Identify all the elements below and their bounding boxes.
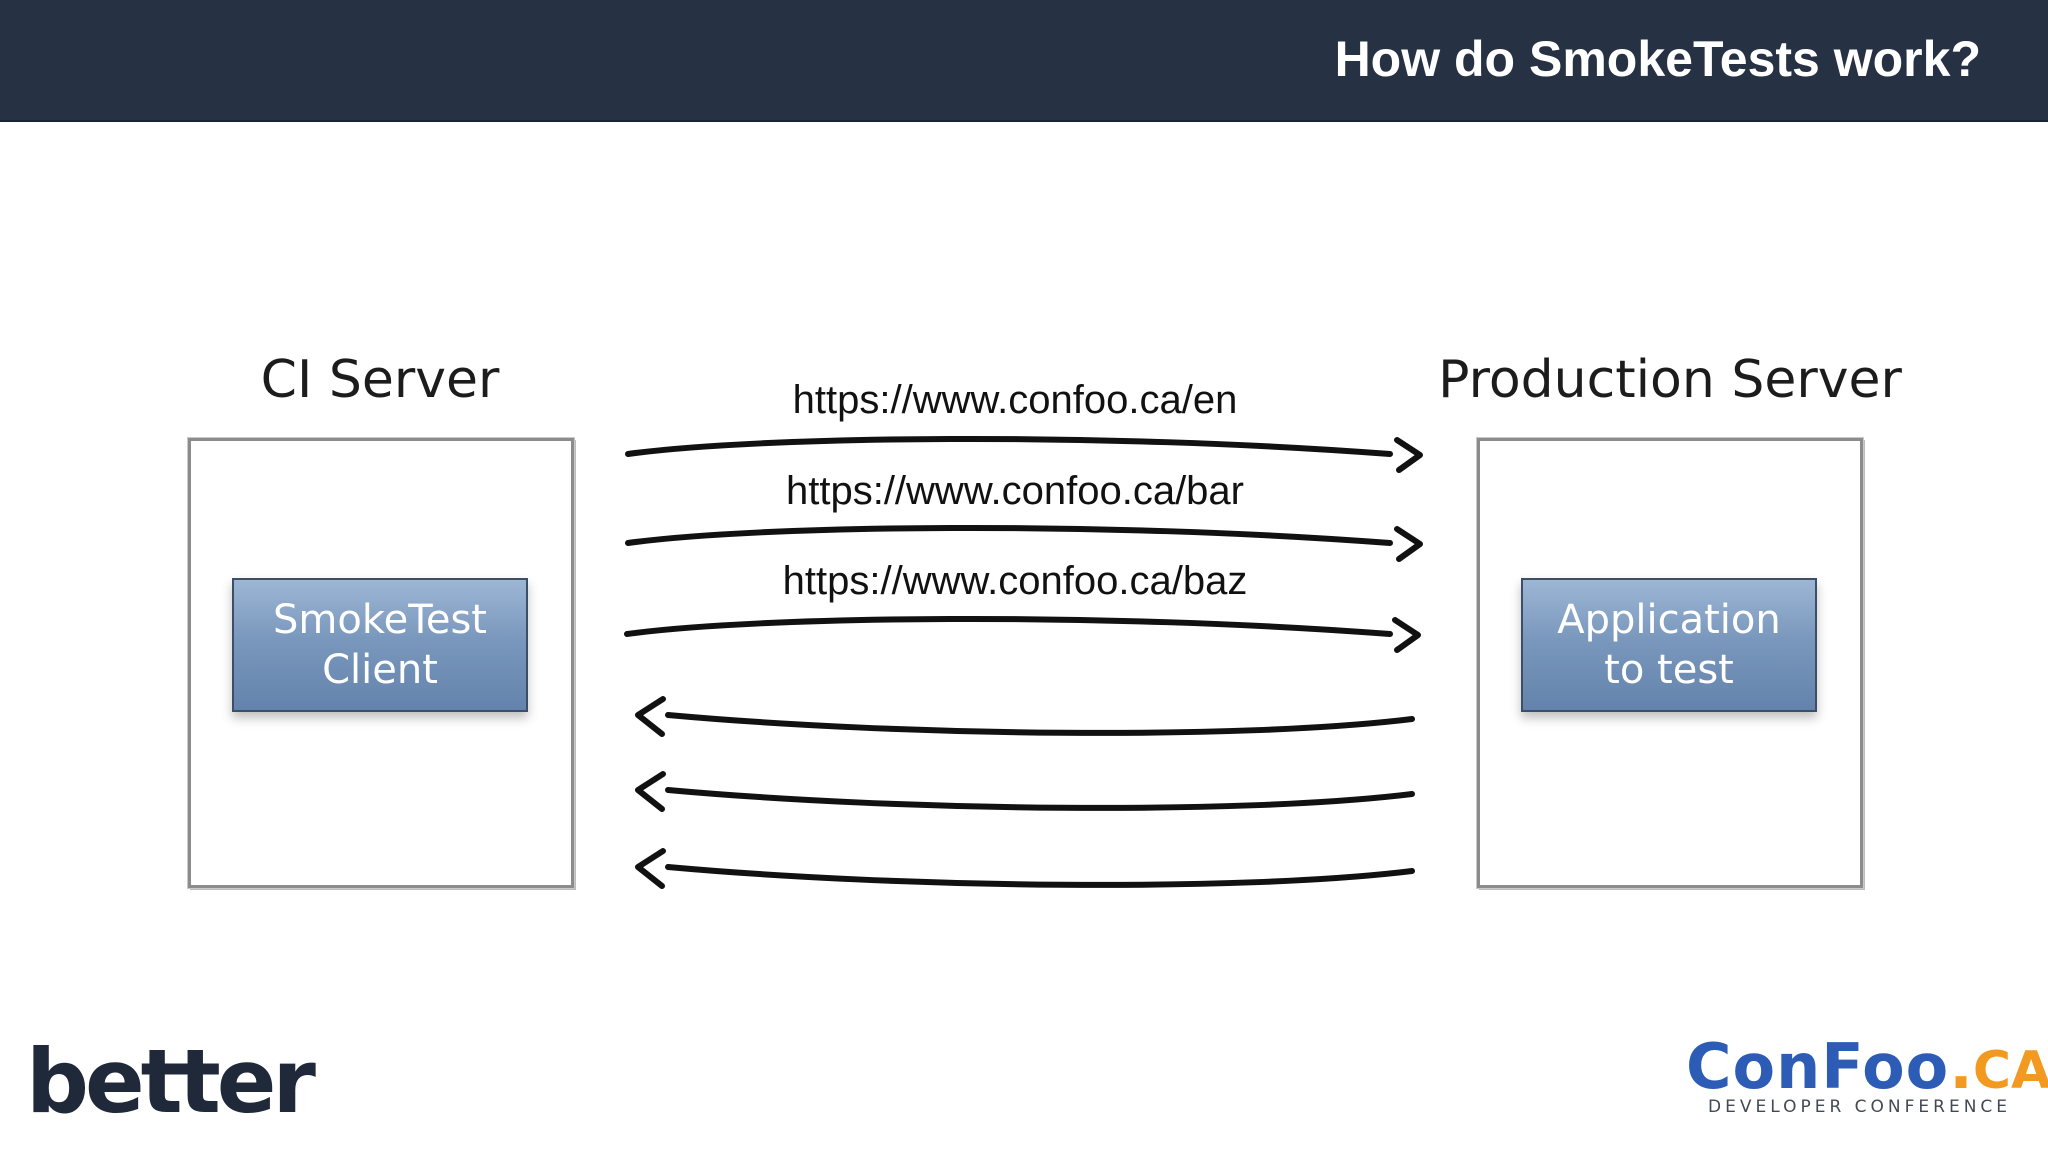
response-arrow-3 <box>665 864 1415 888</box>
request-arrow-3 <box>624 615 1393 637</box>
request-arrow-3-head <box>1392 617 1421 653</box>
confoo-logo-tld: CA <box>1972 1041 2048 1101</box>
request-url-en: https://www.confoo.ca/en <box>792 378 1238 422</box>
slide-title: How do SmokeTests work? <box>1334 31 1981 87</box>
smoketest-client-line1: SmokeTest <box>273 597 487 643</box>
application-box: Application to test <box>1521 578 1817 712</box>
production-server-label: Production Server <box>1438 350 1902 410</box>
confoo-logo: ConFoo.CA DEVELOPER CONFERENCE <box>1686 1030 2048 1117</box>
response-arrow-3-head <box>635 848 666 889</box>
better-logo: better <box>26 1030 316 1133</box>
slide-header: How do SmokeTests work? <box>0 0 2048 122</box>
ci-server-label: CI Server <box>260 350 500 410</box>
request-arrow-1 <box>625 435 1393 457</box>
smoketest-client-box: SmokeTest Client <box>232 578 528 712</box>
confoo-logo-subtitle: DEVELOPER CONFERENCE <box>1708 1097 2012 1117</box>
response-arrow-2-head <box>635 771 666 812</box>
response-arrow-1 <box>665 712 1415 736</box>
application-line2: to test <box>1604 647 1734 693</box>
confoo-logo-dot: . <box>1949 1030 1973 1103</box>
response-arrow-1-head <box>635 696 666 737</box>
request-arrow-2-head <box>1394 526 1423 562</box>
request-url-baz: https://www.confoo.ca/baz <box>782 559 1248 603</box>
confoo-logo-main: ConFoo <box>1686 1030 1950 1103</box>
smoketest-client-line2: Client <box>322 647 438 693</box>
request-arrow-1-head <box>1394 437 1423 473</box>
application-line1: Application <box>1557 597 1781 643</box>
request-arrow-2 <box>625 524 1393 546</box>
response-arrow-2 <box>665 787 1415 811</box>
request-url-bar: https://www.confoo.ca/bar <box>785 469 1244 513</box>
